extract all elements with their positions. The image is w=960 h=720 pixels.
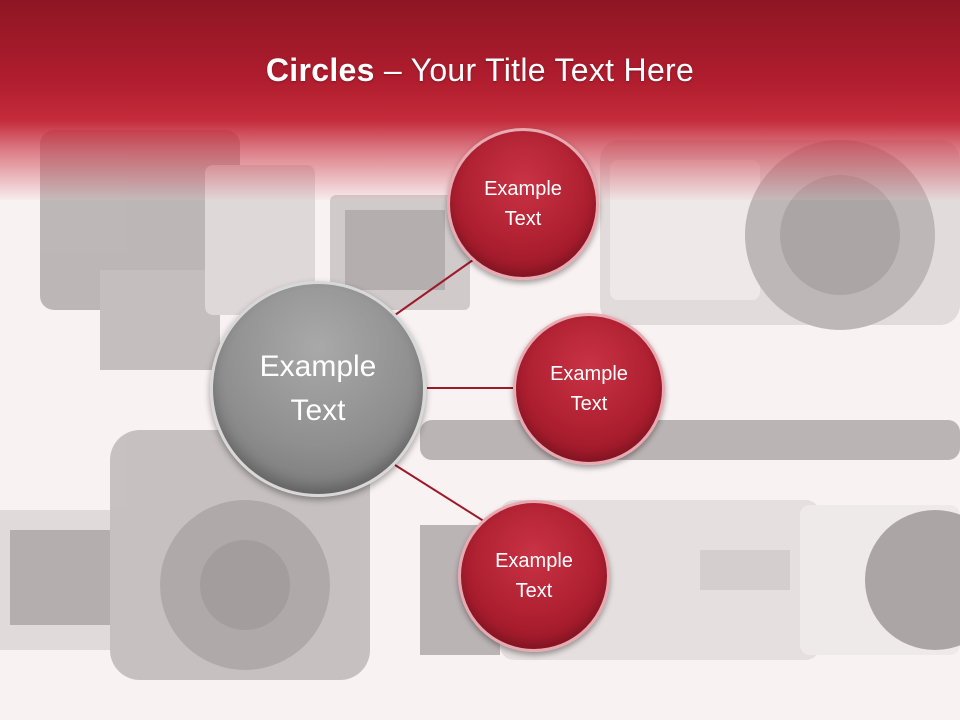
slide-title: Circles – Your Title Text Here: [0, 52, 960, 89]
satellite-circle-middle[interactable]: Example Text: [513, 313, 665, 465]
satellite-circle-bottom[interactable]: Example Text: [458, 500, 610, 652]
satellite-circle-label: Example Text: [484, 178, 562, 230]
center-circle-label: Example Text: [259, 350, 377, 427]
title-rest-part: – Your Title Text Here: [374, 52, 695, 88]
title-bold-part: Circles: [265, 52, 375, 88]
connector-bottom: [394, 464, 491, 526]
connector-top: [394, 254, 481, 316]
center-circle[interactable]: Example Text: [210, 281, 426, 497]
satellite-circle-label: Example Text: [550, 363, 628, 415]
satellite-circle-label: Example Text: [495, 550, 573, 602]
satellite-circle-top[interactable]: Example Text: [447, 128, 599, 280]
